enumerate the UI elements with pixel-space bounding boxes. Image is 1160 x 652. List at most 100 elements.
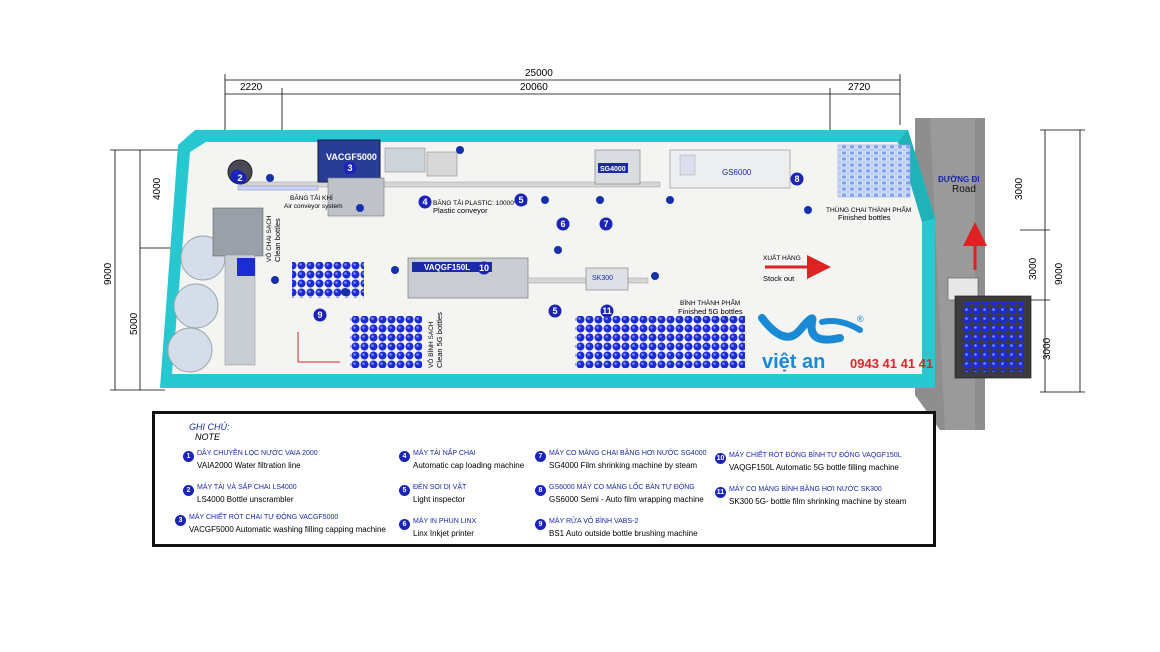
- legend-item-vn: MÁY CO MÀNG CHAI BẰNG HƠI NƯỚC SG4000: [549, 450, 707, 457]
- workers: [266, 146, 812, 296]
- legend-item-en: SG4000 Film shrinking machine by steam: [549, 461, 698, 470]
- legend-item-vn: MÁY TẢI NẮP CHAI: [413, 450, 476, 457]
- badge-3: 3: [343, 161, 357, 175]
- svg-text:5: 5: [552, 306, 557, 316]
- gs6000-label: GS6000: [722, 168, 752, 177]
- legend-item-num: 5: [399, 485, 410, 496]
- legend-box: GHI CHÚ: NOTE 1 DÂY CHUYỀN LỌC NƯỚC VAIA…: [152, 411, 936, 547]
- svg-text:11: 11: [602, 306, 612, 316]
- dim-right-b: 3000: [1028, 257, 1039, 280]
- legend-item-en: BS1 Auto outside bottle brushing machine: [549, 529, 698, 538]
- sk300-machine: [585, 267, 629, 291]
- badge-8: 8: [790, 172, 804, 186]
- svg-text:9: 9: [317, 310, 322, 320]
- badge-7: 7: [599, 217, 613, 231]
- legend-item-vn: MÁY IN PHUN LINX: [413, 518, 477, 525]
- vaqgf150l-label: VAQGF150L: [424, 263, 470, 272]
- badge-5b: 5: [548, 304, 562, 318]
- finished-5g-vn: BÌNH THÀNH PHẨM: [680, 298, 740, 307]
- legend-item-en: Linx Inkjet printer: [413, 529, 474, 538]
- badge-5a: 5: [514, 193, 528, 207]
- clean-bottles-vn: VỎ CHAI SẠCH: [264, 215, 273, 262]
- svg-text:10: 10: [479, 263, 489, 273]
- legend-item-en: GS6000 Semi - Auto film wrapping machine: [549, 495, 704, 504]
- legend-item-en: SK300 5G- bottle film shrinking machine …: [729, 497, 907, 506]
- dim-top-right: 2720: [848, 82, 871, 93]
- svg-text:5: 5: [518, 195, 523, 205]
- svg-text:3: 3: [347, 163, 352, 173]
- delivery-truck: [947, 277, 1032, 379]
- finished-carton-stack: [837, 144, 911, 198]
- legend-item-en: Light inspector: [413, 495, 466, 504]
- legend-item-en: Automatic cap loading machine: [413, 461, 525, 470]
- legend-title-vn: GHI CHÚ:: [189, 422, 230, 432]
- badge-10: 10: [477, 261, 491, 275]
- clean-5g-vn: VỎ BÌNH SẠCH: [426, 321, 435, 368]
- legend-item-vn: MÁY RỬA VỎ BÌNH VABS-2: [549, 518, 639, 525]
- factory-floor: [172, 142, 922, 374]
- svg-text:4: 4: [422, 197, 427, 207]
- legend-item-num: 11: [715, 487, 726, 498]
- legend-item-en: VAQGF150L Automatic 5G bottle filling ma…: [729, 463, 899, 472]
- plastic-conveyor-en: Plastic conveyor: [433, 206, 488, 215]
- vaia2000-tanks: [167, 207, 264, 373]
- stock-out-vn: XUẤT HÀNG: [763, 252, 801, 262]
- bottle-washer: [237, 258, 255, 276]
- legend-item-num: 3: [175, 515, 186, 526]
- floor-labels: BĂNG TẢI KHÍ Air conveyor system BĂNG TẢ…: [264, 193, 911, 368]
- vaqgf150l-panel: [412, 262, 492, 272]
- legend-item-en: VACGF5000 Automatic washing filling capp…: [189, 525, 386, 534]
- legend-item-num: 4: [399, 451, 410, 462]
- svg-text:7: 7: [603, 219, 608, 229]
- gs6000-machine: GS6000: [669, 149, 791, 189]
- dim-right-c: 3000: [1042, 337, 1053, 360]
- legend-item-vn: MÁY TẢI VÀ SẮP CHAI LS4000: [197, 484, 297, 491]
- badge-6: 6: [556, 217, 570, 231]
- dim-top-mid: 20060: [520, 82, 548, 93]
- badge-4: 4: [418, 195, 432, 209]
- legend-item-num: 7: [535, 451, 546, 462]
- dim-top-left: 2220: [240, 82, 263, 93]
- legend-item-num: 6: [399, 519, 410, 530]
- finished-5g-bottles: [575, 316, 745, 368]
- clean-5g-bottles: [350, 316, 422, 368]
- position-badges: 1 2 3 4 5 5 6 7 8 9 10 11: [230, 161, 804, 322]
- clean-bottles-en: Clean bottles: [273, 218, 282, 262]
- legend-item-vn: DÂY CHUYỀN LỌC NƯỚC VAIA 2000: [197, 450, 318, 457]
- road-label-vn: ĐƯỜNG ĐI: [938, 175, 979, 184]
- legend-item-num: 10: [715, 453, 726, 464]
- legend-item-en: LS4000 Bottle unscrambler: [197, 495, 294, 504]
- cap-loader-2: [426, 151, 458, 177]
- legend-item-vn: MÁY CO MÀNG BÌNH BẰNG HƠI NƯỚC SK300: [729, 486, 882, 493]
- vacgf5000-machine: VACGF5000: [317, 139, 385, 217]
- legend-item-vn: MÁY CHIẾT RÓT CHAI TỰ ĐỘNG VACGF5000: [189, 514, 339, 521]
- logo-registered: ®: [857, 314, 864, 324]
- dim-right-a: 3000: [1014, 177, 1025, 200]
- svg-text:8: 8: [794, 174, 799, 184]
- dim-left-total: 9000: [103, 262, 114, 285]
- svg-text:6: 6: [560, 219, 565, 229]
- svg-text:2: 2: [237, 173, 242, 183]
- legend-header: GHI CHÚ: NOTE: [189, 422, 230, 442]
- logo-phone: 0943 41 41 41: [850, 356, 933, 371]
- dim-top-total: 25000: [525, 68, 553, 79]
- vacgf5000-label: VACGF5000: [326, 152, 377, 162]
- raw-5g-bottles: [292, 262, 364, 298]
- badge-9: 9: [313, 308, 327, 322]
- legend-item-num: 8: [535, 485, 546, 496]
- logo-name: việt an: [762, 351, 825, 373]
- vietan-logo: ® việt an 0943 41 41 41: [758, 314, 933, 373]
- legend-item-num: 9: [535, 519, 546, 530]
- air-conveyor: [237, 185, 319, 191]
- legend-item-vn: GS6000 MÁY CO MÀNG LỐC BÁN TỰ ĐỘNG: [549, 484, 695, 491]
- badge-11: 11: [600, 304, 614, 318]
- legend-item-num: 2: [183, 485, 194, 496]
- air-conveyor-vn: BĂNG TẢI KHÍ: [290, 193, 333, 202]
- legend-item-en: VAIA2000 Water filtration line: [197, 461, 301, 470]
- plastic-conveyor-vn: BĂNG TẢI PLASTIC: 10000*160: [433, 198, 528, 207]
- legend-item-num: 1: [183, 451, 194, 462]
- sg4000-machine: SG4000: [594, 149, 641, 185]
- legend-item-vn: MÁY CHIẾT RÓT ĐÓNG BÌNH TỰ ĐỘNG VAQGF150…: [729, 452, 902, 459]
- stock-out-en: Stock out: [763, 274, 795, 283]
